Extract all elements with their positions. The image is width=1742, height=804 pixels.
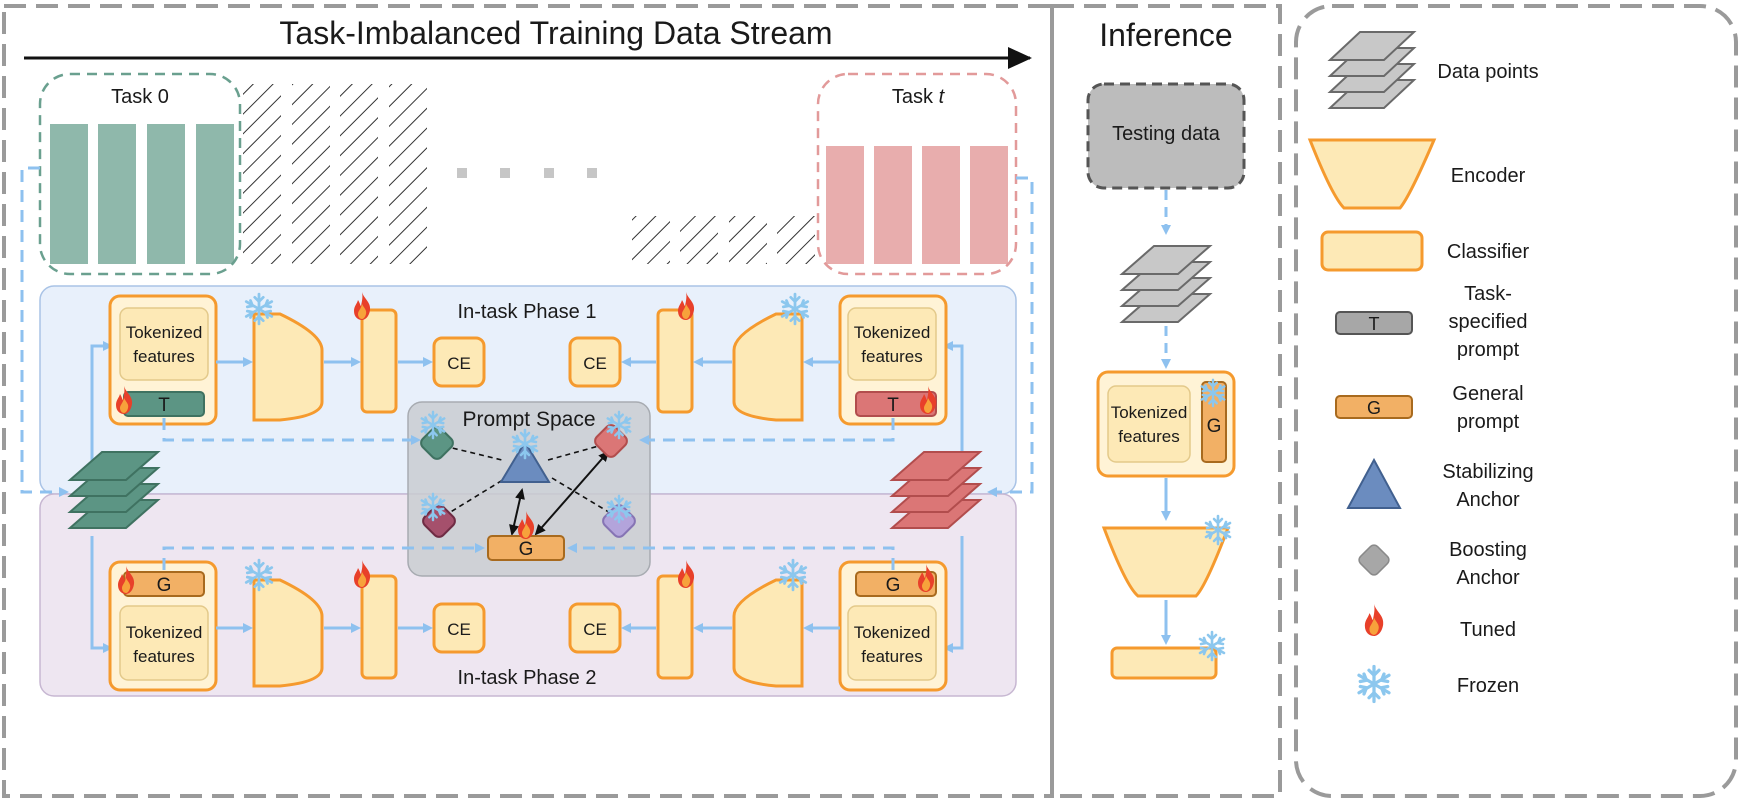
p1-left-ce-text: CE: [447, 354, 471, 373]
inference-tokenized-features: [1107, 385, 1191, 463]
task0-data-stack: [67, 451, 161, 529]
legend-task-prompt-line3: prompt: [1457, 339, 1520, 361]
legend-stabilizing-anchor-icon: [1346, 457, 1402, 509]
p2-left-ce-text: CE: [447, 620, 471, 639]
inf-tok-line2: features: [1118, 427, 1179, 446]
legend-boosting-anchor-icon: [1358, 544, 1390, 576]
p1-left-tokenized-features: [119, 307, 209, 381]
p1-right-tok-line1: Tokenized: [854, 323, 931, 342]
legend-fire-icon: [1364, 604, 1384, 636]
stream-title: Task-Imbalanced Training Data Stream: [279, 15, 832, 51]
p1-left-tok-line2: features: [133, 347, 194, 366]
legend-general-prompt-line1: General: [1452, 383, 1523, 405]
legend-stabilizing-anchor-line1: Stabilizing: [1442, 461, 1533, 483]
legend-encoder-label: Encoder: [1451, 165, 1526, 187]
legend-stabilizing-anchor-line2: Anchor: [1456, 489, 1520, 511]
p2-left-encoder: [252, 578, 324, 688]
testing-data-label: Testing data: [1112, 123, 1221, 145]
task0-data: [50, 124, 234, 264]
inference-title: Inference: [1099, 17, 1232, 53]
p1-left-classifier: [360, 308, 398, 414]
inference-general-prompt-glyph: G: [1207, 416, 1222, 437]
p2-right-ce-loss: [568, 602, 622, 654]
inference-data-stack: [1119, 245, 1213, 323]
p2-right-classifier: [656, 574, 694, 680]
p2-right-tok-line1: Tokenized: [854, 623, 931, 642]
taskt-label-bg: [876, 80, 962, 110]
p2-right-tokenized-features: [847, 605, 937, 681]
general-prompt-links: [509, 450, 610, 536]
p2-right-general-prompt: [855, 571, 937, 597]
taskt-label: Task t: [892, 86, 946, 108]
p1-right-task-prompt-glyph: T: [887, 395, 899, 416]
prompt-feed-arrows: [162, 418, 895, 570]
legend-boosting-anchor-line2: Anchor: [1456, 567, 1520, 589]
inf-tok-line1: Tokenized: [1111, 403, 1188, 422]
taskt-data: [826, 146, 1008, 264]
legend-boosting-anchor-line1: Boosting: [1449, 539, 1527, 561]
p2-left-tokenized-features: [119, 605, 209, 681]
legend-general-prompt-glyph: G: [1367, 398, 1381, 418]
inference-panel: [1050, 4, 1282, 798]
p1-right-encoder: [732, 312, 804, 422]
legend-snowflake-icon: [1357, 664, 1391, 704]
general-prompt-center-glyph: G: [519, 539, 534, 560]
p2-left-classifier: [360, 574, 398, 680]
task0-label: Task 0: [111, 86, 169, 108]
p1-right-tokenized-features: [847, 307, 937, 381]
p1-left-task-prompt-glyph: T: [158, 395, 170, 416]
p1-right-tok-line2: features: [861, 347, 922, 366]
taskt-frame: [816, 72, 1018, 276]
p1-right-ce-text: CE: [583, 354, 607, 373]
task0-frame: [38, 72, 242, 276]
p1-left-encoder: [252, 312, 324, 422]
taskt-data-stack: [889, 451, 983, 529]
task-stream-connectors: [20, 166, 1034, 653]
legend-task-prompt-icon: [1335, 311, 1413, 335]
p2-left-tok-line2: features: [133, 647, 194, 666]
legend-task-prompt-line1: Task-: [1464, 283, 1512, 305]
p2-left-ce-loss: [432, 602, 486, 654]
p2-right-ce-text: CE: [583, 620, 607, 639]
legend-encoder-icon: [1307, 138, 1437, 210]
inference-classifier: [1110, 646, 1218, 680]
legend-general-prompt-icon: [1335, 395, 1413, 419]
p1-right-ce-loss: [568, 336, 622, 388]
prompt-space-label: Prompt Space: [462, 408, 595, 431]
p2-left-tok-line1: Tokenized: [126, 623, 203, 642]
legend-general-prompt-line2: prompt: [1457, 411, 1520, 433]
p1-left-ce-loss: [432, 336, 486, 388]
ellipsis-dots: [457, 168, 597, 178]
inference-encoder: [1101, 526, 1231, 598]
legend-data-points-icon: [1327, 31, 1417, 109]
legend-tuned-label: Tuned: [1460, 619, 1516, 641]
boosting-anchor-mid1: [422, 504, 456, 538]
phase1-label: In-task Phase 1: [458, 301, 597, 323]
p2-right-encoder: [732, 578, 804, 688]
p2-right-tok-line2: features: [861, 647, 922, 666]
legend-task-prompt-glyph: T: [1369, 314, 1380, 334]
phase2-label: In-task Phase 2: [458, 667, 597, 689]
legend-classifier-icon: [1320, 230, 1424, 272]
p2-left-general-prompt-glyph: G: [157, 575, 172, 596]
p1-left-tok-line1: Tokenized: [126, 323, 203, 342]
task0-label-bg: [96, 80, 186, 110]
intermediate-task-bars: [243, 84, 815, 264]
legend-classifier-label: Classifier: [1447, 241, 1530, 263]
stabilizing-anchor: [499, 440, 551, 483]
p1-right-classifier: [656, 308, 694, 414]
legend-frozen-label: Frozen: [1457, 675, 1519, 697]
testing-data-box: [1086, 82, 1246, 190]
p2-right-general-prompt-glyph: G: [886, 575, 901, 596]
legend-data-points-label: Data points: [1437, 61, 1538, 83]
legend-task-prompt-line2: specified: [1449, 311, 1528, 333]
legend-panel: [1294, 4, 1738, 798]
